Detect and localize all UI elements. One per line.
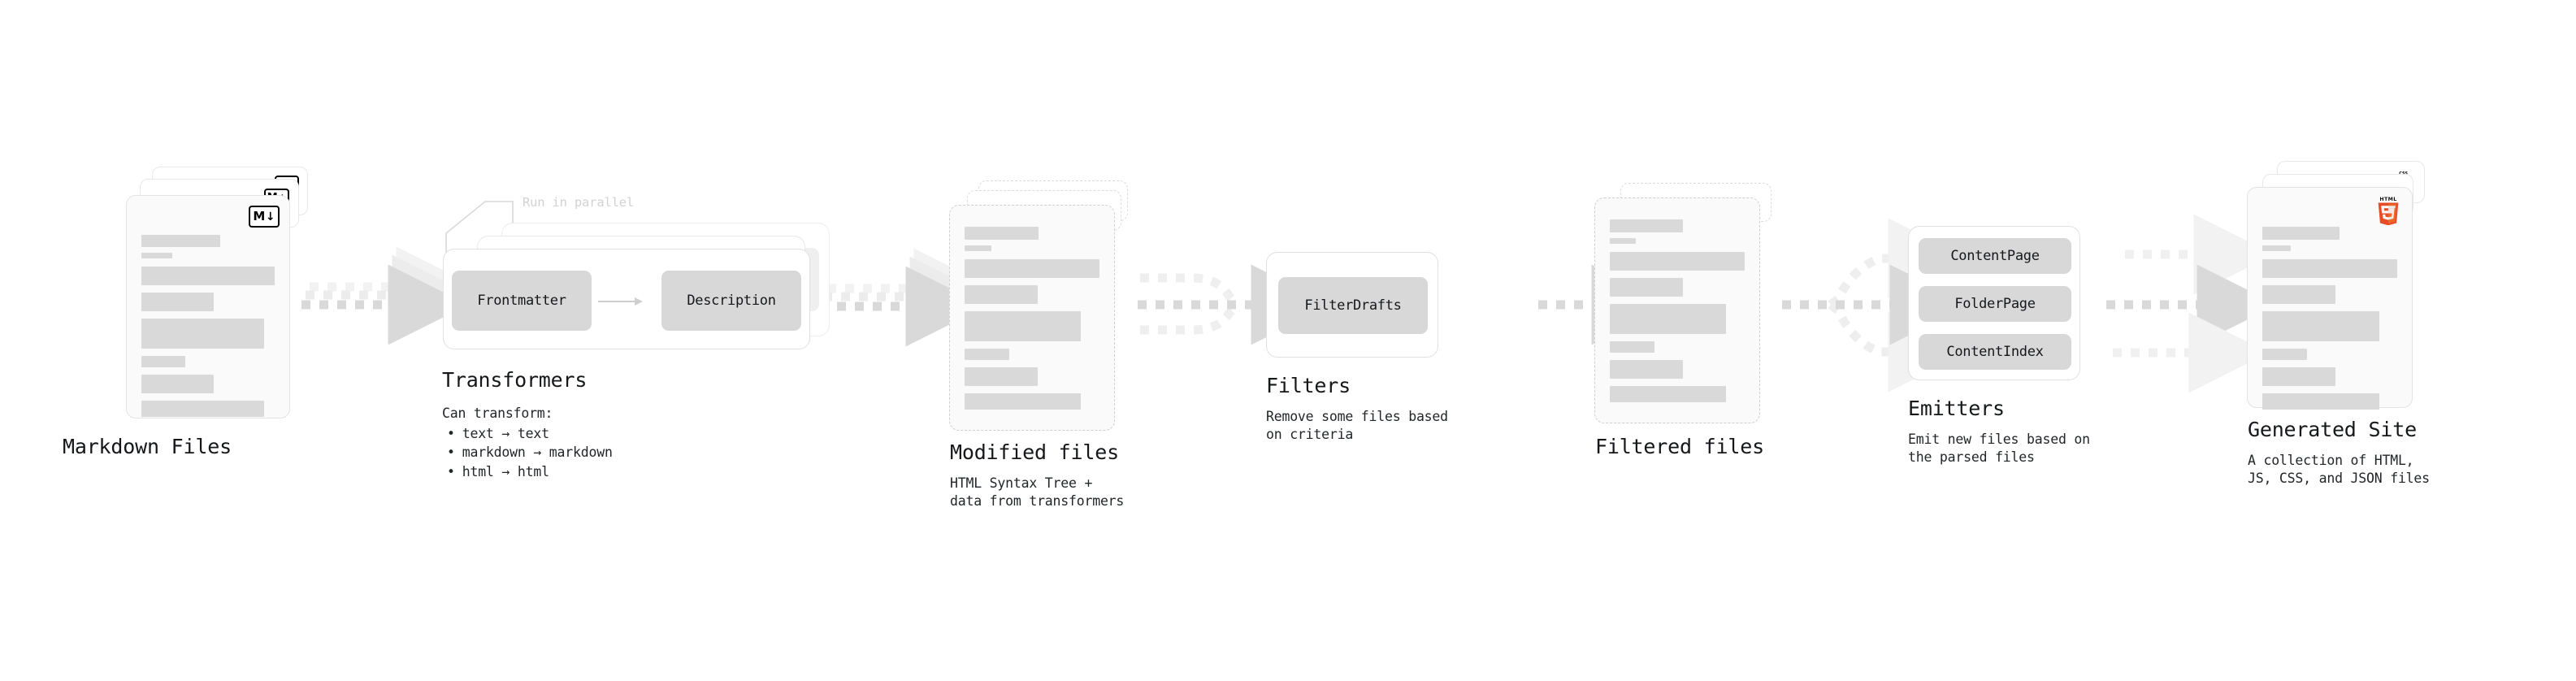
- skeleton-bar: [2262, 311, 2380, 341]
- filters-panel[interactable]: FilterDrafts: [1266, 252, 1438, 358]
- stage-title-markdown-files: Markdown Files: [63, 435, 232, 458]
- emitter-chip-contentpage[interactable]: ContentPage: [1919, 238, 2071, 274]
- transformer-chip-description[interactable]: Description: [661, 271, 801, 331]
- filtered-card-front: [1594, 197, 1760, 423]
- stage-title-transformers: Transformers: [442, 368, 588, 392]
- skeleton-bar: [141, 356, 186, 367]
- svg-text:HTML: HTML: [2379, 197, 2396, 202]
- markdown-card-front: M↓: [126, 195, 290, 419]
- site-card-front: HTML: [2247, 187, 2413, 410]
- skeleton-bar: [2262, 349, 2307, 360]
- emitter-chip-contentindex[interactable]: ContentIndex: [1919, 334, 2071, 370]
- skeleton-bar: [141, 235, 220, 247]
- site-skeleton-bars: [2262, 227, 2397, 410]
- skeleton-bar: [1610, 252, 1745, 271]
- skeleton-bar: [2262, 367, 2335, 386]
- stage-subtitle-filters: Remove some files based on criteria: [1266, 409, 1448, 442]
- skeleton-bar: [2262, 285, 2335, 304]
- capability-item: text → text: [442, 424, 613, 443]
- skeleton-bar: [2262, 227, 2340, 240]
- connector-md-to-transformers: [301, 246, 477, 345]
- stage-markdown-files: M↓ M↓ M↓ Markdown Fil: [63, 167, 313, 457]
- skeleton-bar: [1610, 238, 1636, 244]
- skeleton-bar: [141, 319, 264, 349]
- skeleton-bar: [1610, 278, 1683, 297]
- transformer-capability-list: text → text markdown → markdown html → h…: [442, 424, 613, 481]
- filter-chip-filterdrafts[interactable]: FilterDrafts: [1278, 277, 1428, 334]
- skeleton-bar: [1610, 360, 1683, 379]
- skeleton-bar: [1610, 341, 1654, 353]
- skeleton-bar: [965, 245, 992, 251]
- capability-item: html → html: [442, 462, 613, 481]
- modified-card-front: [949, 205, 1115, 431]
- skeleton-bar: [965, 259, 1099, 278]
- connector-transformers-to-modified: [819, 248, 995, 347]
- skeleton-bar: [141, 375, 214, 393]
- skeleton-bar: [965, 367, 1038, 386]
- emitters-panel[interactable]: ContentPage FolderPage ContentIndex: [1908, 226, 2080, 380]
- skeleton-bar: [965, 311, 1081, 341]
- skeleton-bar: [2262, 245, 2291, 251]
- stage-subtitle-generated-site: A collection of HTML, JS, CSS, and JSON …: [2248, 453, 2430, 486]
- stage-title-filtered-files: Filtered files: [1595, 435, 1764, 458]
- emitter-chip-folderpage[interactable]: FolderPage: [1919, 286, 2071, 322]
- filtered-skeleton-bars: [1610, 219, 1745, 402]
- skeleton-bar: [1610, 386, 1726, 402]
- skeleton-bar: [1610, 219, 1683, 232]
- skeleton-bar: [965, 393, 1081, 410]
- skeleton-bar: [965, 227, 1039, 240]
- run-in-parallel-brace: [445, 201, 514, 258]
- run-in-parallel-label: Run in parallel: [523, 195, 634, 210]
- skeleton-bar: [141, 293, 214, 311]
- stage-title-generated-site: Generated Site: [2248, 418, 2417, 441]
- stage-emitters: ContentPage FolderPage ContentIndex Emit…: [1908, 226, 2152, 470]
- capability-item: markdown → markdown: [442, 443, 613, 462]
- skeleton-bar: [965, 349, 1009, 360]
- transformer-chip-frontmatter[interactable]: Frontmatter: [452, 271, 592, 331]
- stage-title-emitters: Emitters: [1908, 397, 2005, 420]
- markdown-skeleton-bars: [141, 235, 275, 417]
- markdown-badge-front: M↓: [249, 206, 280, 228]
- skeleton-bar: [965, 285, 1038, 304]
- stage-generated-site: CSS HTML: [2247, 161, 2491, 486]
- stage-title-filters: Filters: [1266, 374, 1351, 397]
- stage-filters: FilterDrafts Filters Remove some files b…: [1266, 252, 1502, 463]
- connector-filtered-to-emitters: [1782, 218, 1971, 393]
- stage-subtitle-emitters: Emit new files based on the parsed files: [1908, 432, 2090, 465]
- stage-subtitle-transformers: Can transform:: [442, 406, 553, 421]
- skeleton-bar: [141, 267, 275, 285]
- stage-title-modified-files: Modified files: [950, 440, 1119, 464]
- stage-subtitle-modified-files: HTML Syntax Tree + data from transformer…: [950, 475, 1125, 509]
- stage-transformers: Run in parallel Frontmatter: [442, 189, 833, 505]
- transformer-inner-arrow: [598, 297, 643, 306]
- transformer-panel-front[interactable]: Frontmatter Description: [443, 249, 810, 349]
- html5-badge-icon: HTML: [2378, 197, 2399, 225]
- modified-skeleton-bars: [965, 227, 1099, 410]
- skeleton-bar: [2262, 259, 2397, 278]
- skeleton-bar: [141, 401, 264, 417]
- connector-modified-to-filters: [1138, 264, 1332, 345]
- skeleton-bar: [2262, 393, 2380, 410]
- stage-filtered-files: Filtered files: [1594, 183, 1781, 492]
- stage-modified-files: Modified files HTML Syntax Tree + data f…: [949, 180, 1136, 509]
- skeleton-bar: [1610, 304, 1726, 334]
- skeleton-bar: [141, 253, 172, 258]
